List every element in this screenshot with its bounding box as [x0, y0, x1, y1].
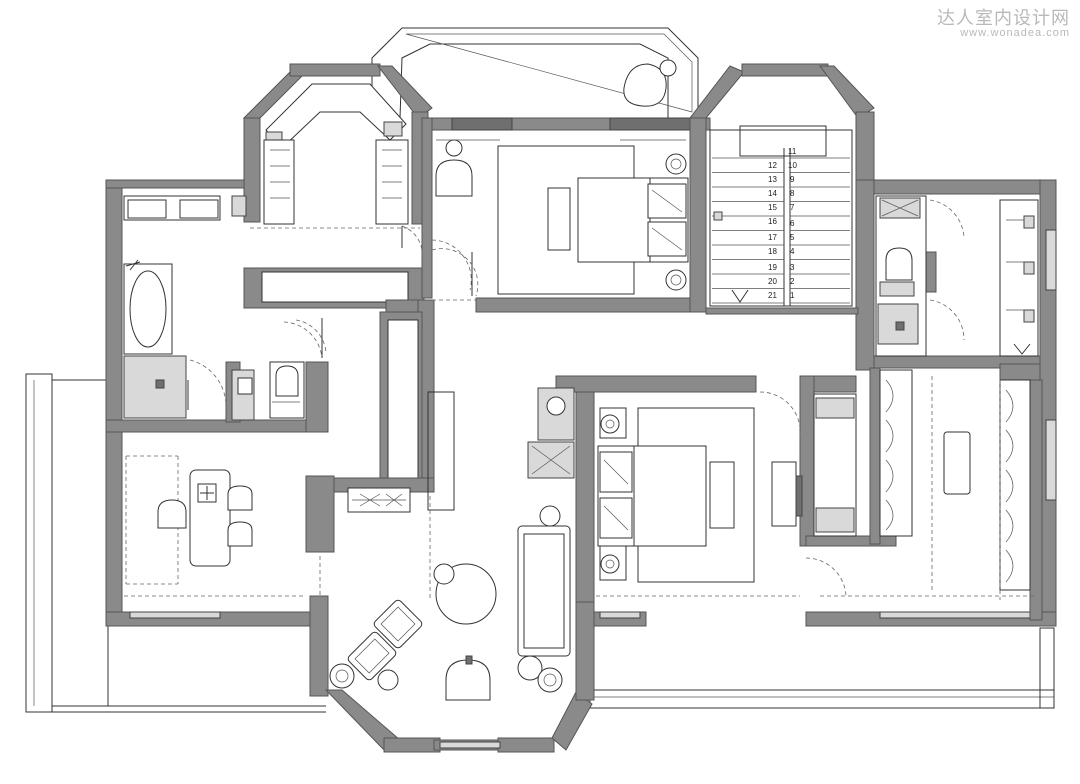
left-bathroom [123, 195, 323, 421]
stair-number: 14 [768, 189, 777, 198]
stair-number: 19 [768, 263, 777, 272]
stair-number: 7 [790, 203, 795, 212]
stair-number: 21 [768, 291, 777, 300]
balcony-bottom-left [52, 705, 326, 713]
stair-number: 17 [768, 233, 777, 242]
stair-number: 4 [790, 247, 795, 256]
middle-bedroom [596, 391, 857, 597]
balcony-chair-top [623, 59, 677, 107]
stair-number: 18 [768, 247, 777, 256]
study-nook [124, 455, 306, 597]
watermark-site-url: www.wonadea.com [960, 27, 1070, 39]
staircase [709, 125, 853, 307]
stair-number: 3 [790, 263, 795, 272]
stair-number: 11 [788, 147, 797, 156]
balcony-left [25, 373, 109, 713]
stair-numbers: 12 13 14 15 16 17 18 19 20 21 11 10 9 8 … [768, 147, 797, 300]
powder-room [527, 387, 575, 479]
stair-number: 5 [790, 233, 795, 242]
stair-number: 20 [768, 277, 777, 286]
stair-number: 12 [768, 161, 777, 170]
doors [295, 225, 479, 353]
stair-number: 9 [790, 175, 795, 184]
stair-number: 13 [768, 175, 777, 184]
windows [129, 229, 1057, 749]
stair-number: 10 [788, 161, 797, 170]
watermark-site-name: 达人室内设计网 [937, 8, 1070, 29]
living-room [319, 391, 571, 701]
right-bathroom [875, 195, 1039, 357]
walk-in-closet [805, 369, 1036, 600]
interior-walls [105, 117, 1043, 621]
stair-number: 15 [768, 203, 777, 212]
balcony-bottom-right [589, 627, 1055, 709]
stair-number: 1 [790, 291, 795, 300]
stair-number: 2 [790, 277, 795, 286]
stair-number: 6 [790, 219, 795, 228]
stair-number: 8 [790, 189, 795, 198]
bay-closet [250, 83, 420, 229]
stair-number: 16 [768, 217, 777, 226]
exterior-walls [105, 63, 1057, 753]
master-bedroom [431, 139, 689, 296]
